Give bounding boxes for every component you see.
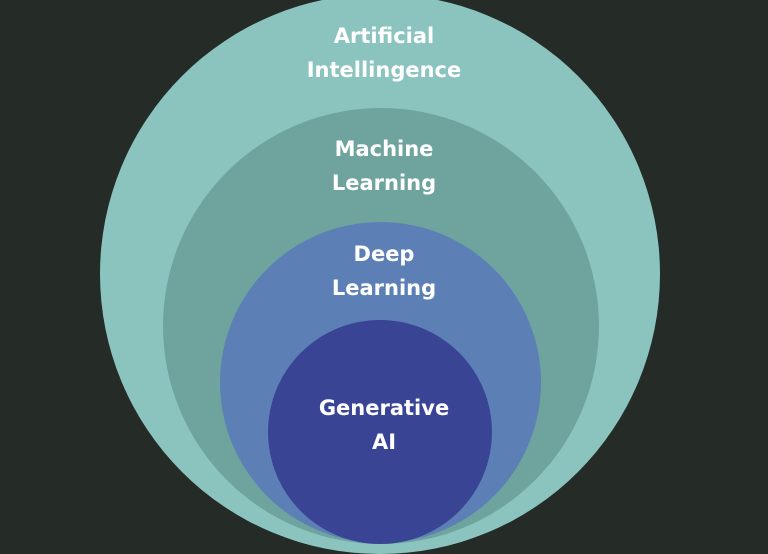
- label-line: Learning: [331, 276, 437, 300]
- machine-learning-label: Machine Learning: [0, 132, 768, 200]
- label-line: Learning: [331, 171, 437, 195]
- label-line: AI: [371, 430, 397, 454]
- generative-ai-circle: [268, 320, 492, 544]
- deep-learning-label: Deep Learning: [0, 237, 768, 305]
- generative-ai-label: Generative AI: [0, 391, 768, 459]
- label-line: Machine: [334, 137, 434, 161]
- label-line: Intellingence: [306, 58, 462, 82]
- artificial-intelligence-label: Artificial Intellingence: [0, 19, 768, 87]
- label-line: Generative: [318, 396, 450, 420]
- label-line: Artificial: [333, 24, 435, 48]
- label-line: Deep: [353, 242, 415, 266]
